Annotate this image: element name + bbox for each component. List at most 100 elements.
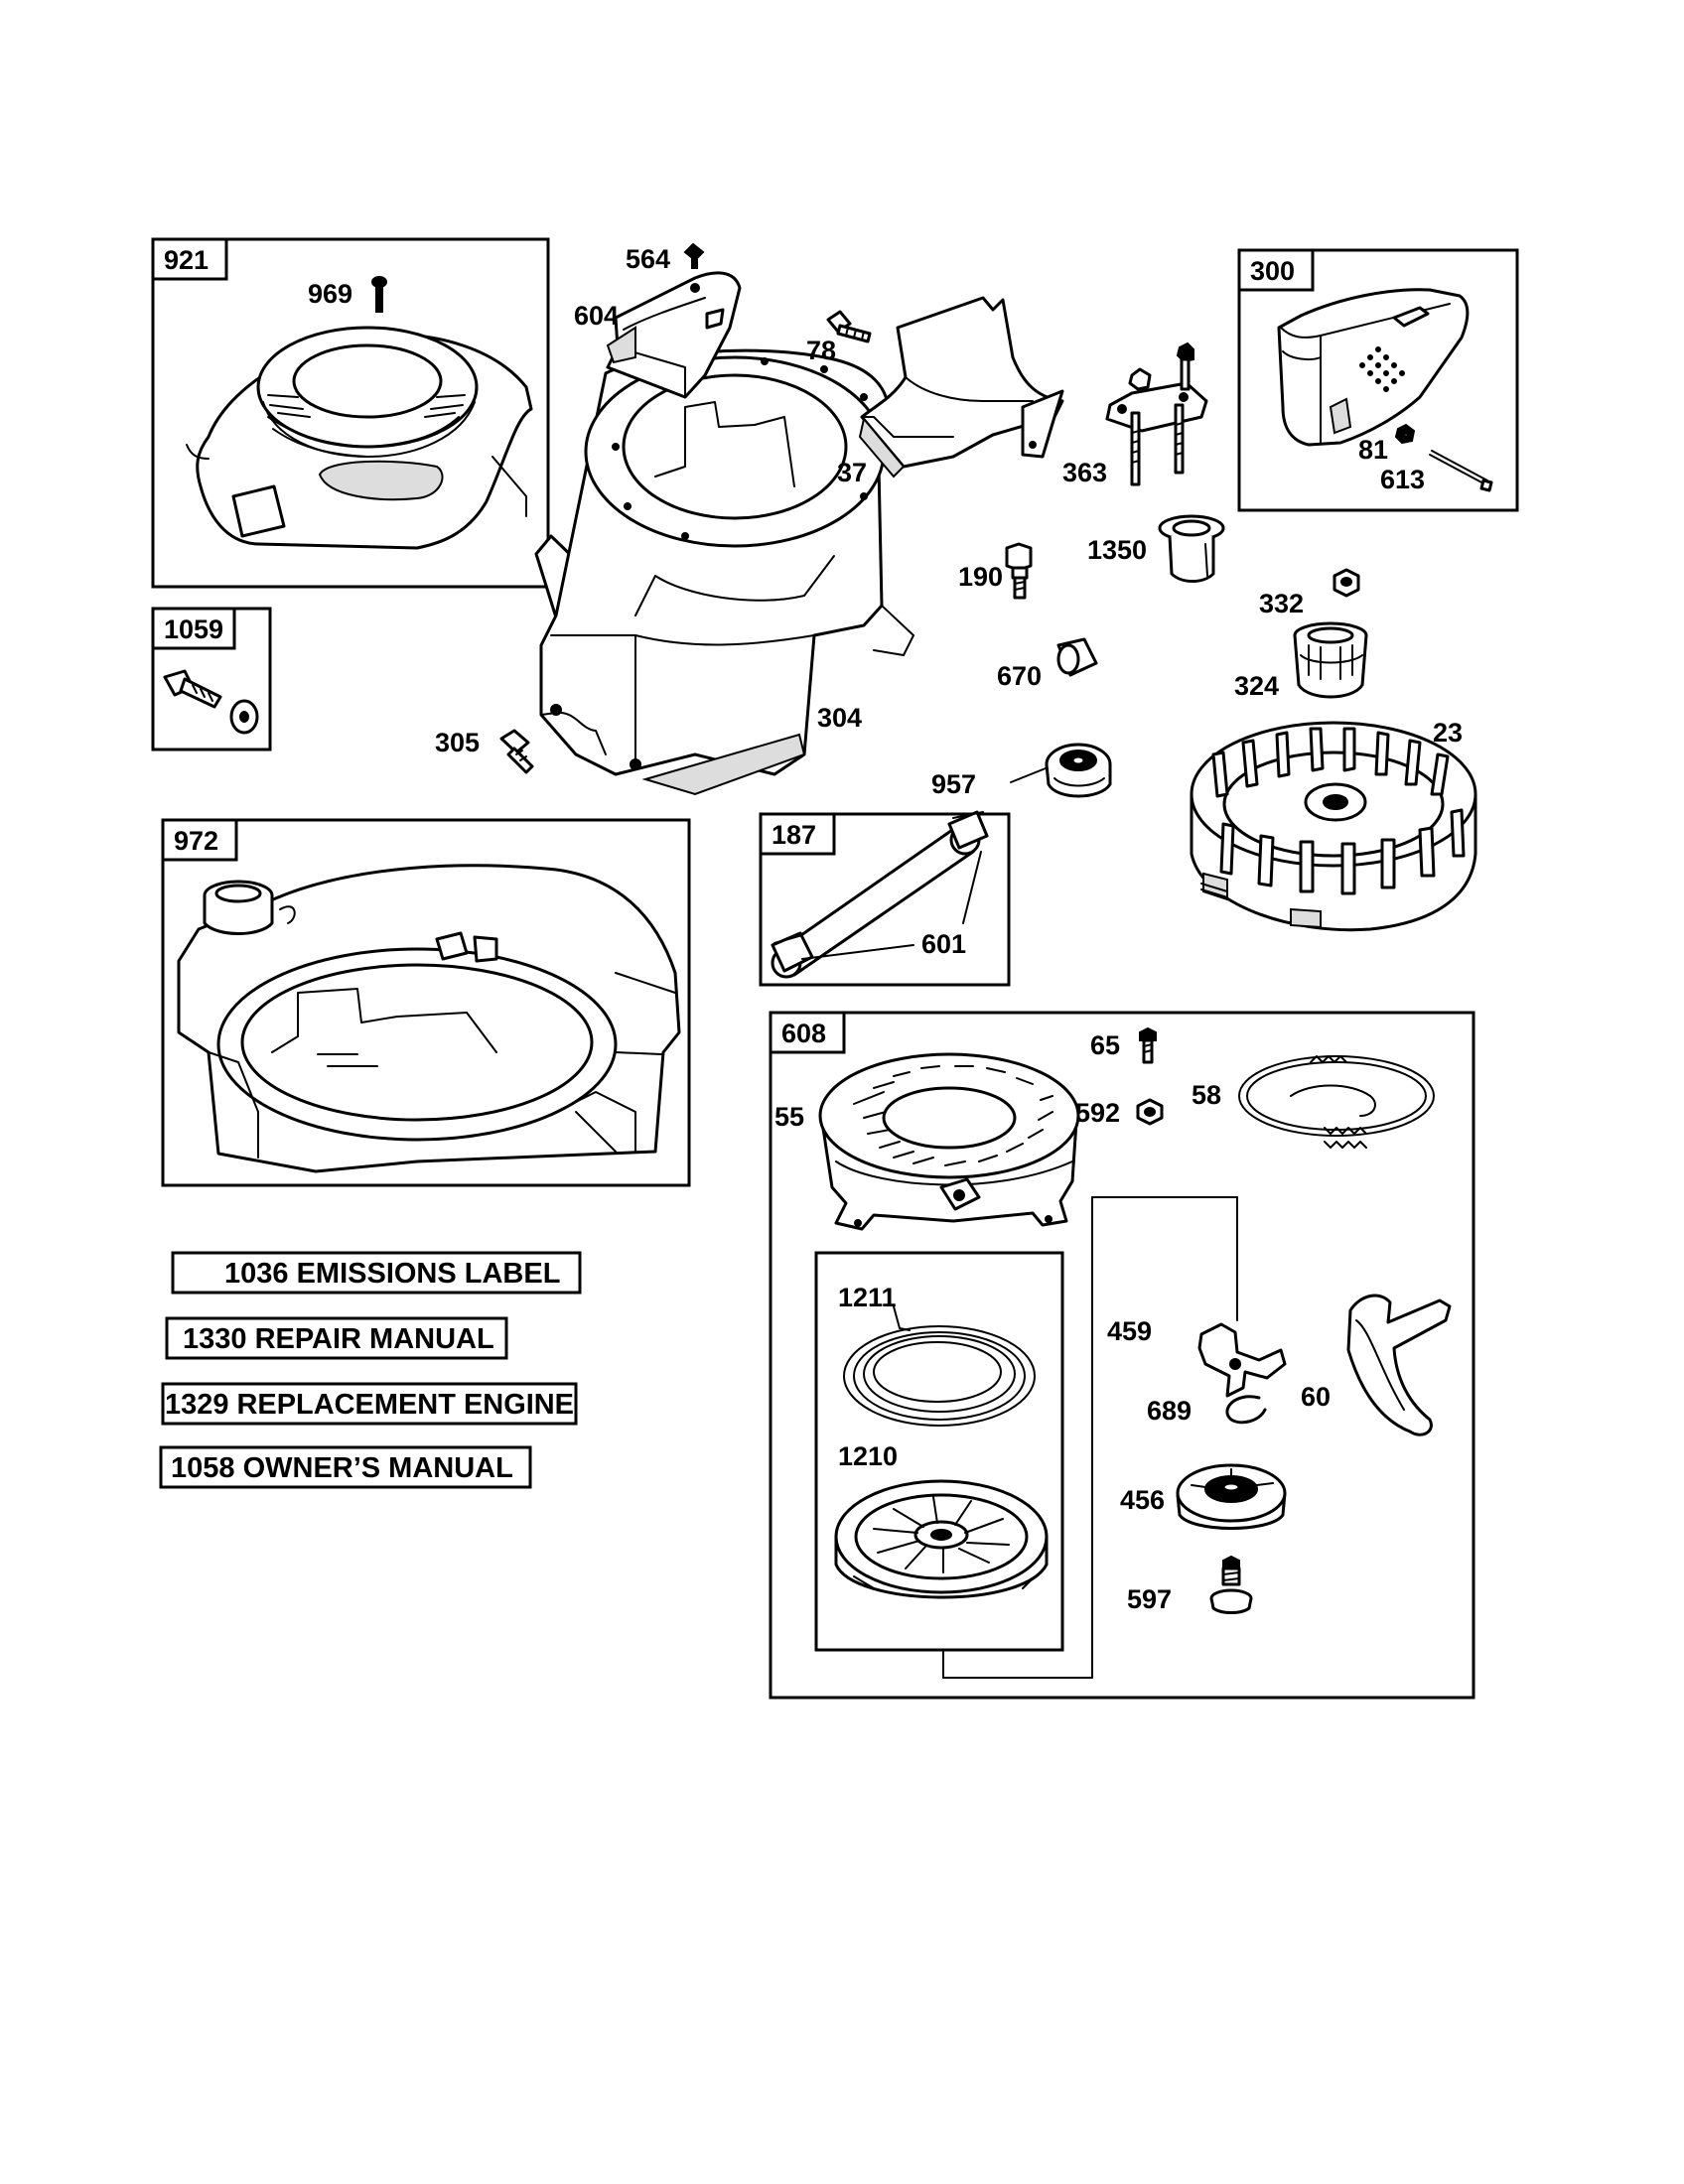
kit-921-tag — [151, 237, 228, 281]
kit-187-group: 187 601 — [759, 810, 1011, 987]
kit-921-number: 921 — [164, 245, 209, 275]
blower-housing-icon — [534, 348, 914, 796]
part-601-leader-line-2 — [962, 851, 982, 924]
part-332-label: 332 — [1259, 589, 1304, 618]
part-58-spring-icon — [1238, 1055, 1435, 1149]
part-65-label: 65 — [1090, 1030, 1120, 1060]
label-owners-manual: 1058 OWNER’S MANUAL — [159, 1445, 532, 1489]
engine-cover-shroud-icon — [186, 326, 533, 550]
blower-housing-group: 304 305 — [435, 348, 914, 796]
connector-line — [942, 1196, 1093, 1679]
kit-187-box — [759, 812, 1011, 987]
kit-300-box — [1237, 248, 1519, 512]
part-78-label: 78 — [806, 336, 836, 365]
cup-324-group: 324 — [1234, 621, 1368, 701]
part-957-rotating-screen-icon — [1010, 743, 1112, 798]
part-689-label: 689 — [1147, 1396, 1192, 1426]
flywheel-23-group: 23 — [1190, 718, 1477, 932]
part-324-label: 324 — [1234, 671, 1279, 701]
part-58-label: 58 — [1192, 1080, 1221, 1110]
kit-187-tag — [759, 812, 836, 856]
label-boxes-group: 1036 EMISSIONS LABEL 1330 REPAIR MANUAL … — [159, 1251, 582, 1489]
pulley-spring-box — [814, 1251, 1064, 1652]
part-613-screw-icon — [1429, 450, 1493, 492]
part-55-starter-housing-icon — [818, 1052, 1080, 1231]
part-1210-label: 1210 — [838, 1441, 898, 1471]
guide-37-group: 78 37 — [806, 296, 1064, 487]
part-597-label: 597 — [1127, 1584, 1172, 1614]
part-60-label: 60 — [1301, 1382, 1331, 1412]
part-81-label: 81 — [1358, 435, 1388, 465]
part-969-screw-icon — [371, 276, 387, 313]
kit-300-group: 300 81 613 — [1237, 248, 1519, 512]
part-78-screw-icon — [826, 310, 872, 343]
part-190-screw-icon — [1005, 542, 1033, 600]
part-1211-label: 1211 — [838, 1283, 897, 1312]
part-363-label: 363 — [1062, 458, 1107, 487]
baffle-604-group: 564 604 — [574, 242, 742, 399]
connector-line-2 — [1091, 1196, 1238, 1321]
fastener-190-group: 190 — [958, 542, 1033, 600]
part-604-label: 604 — [574, 301, 619, 331]
part-1350-spacer-icon — [1158, 514, 1225, 583]
part-305-label: 305 — [435, 728, 480, 757]
part-456-cup-icon — [1176, 1463, 1287, 1530]
cap-957-group: 957 — [931, 743, 1112, 799]
kit-972-number: 972 — [174, 826, 218, 856]
bracket-363-group: 363 — [1062, 341, 1208, 487]
part-689-retainer-icon — [1225, 1395, 1267, 1425]
label-replacement-engine: 1329 REPLACEMENT ENGINE — [161, 1382, 578, 1426]
part-459-label: 459 — [1107, 1316, 1152, 1346]
part-304-label: 304 — [817, 703, 862, 733]
kit-921-group: 921 969 — [151, 237, 550, 589]
part-604-air-guide-icon — [606, 271, 742, 399]
part-670-label: 670 — [997, 661, 1042, 691]
kit-972-tag — [161, 818, 238, 862]
part-957-label: 957 — [931, 769, 976, 799]
part-592-nut-icon — [1136, 1098, 1164, 1126]
part-363-bracket-icon — [1105, 341, 1208, 486]
part-65-screw-icon — [1139, 1026, 1157, 1064]
kit-187-number: 187 — [772, 820, 816, 850]
kit-921-box — [151, 237, 550, 589]
kit-972-box — [161, 818, 691, 1187]
part-597-bolt-icon — [1209, 1555, 1253, 1614]
part-55-label: 55 — [774, 1102, 804, 1132]
label-emissions: 1036 EMISSIONS LABEL — [171, 1251, 582, 1295]
fuel-tank-icon — [177, 864, 681, 1173]
part-332-nut-icon — [1333, 568, 1360, 598]
kit-1059-number: 1059 — [164, 614, 223, 644]
part-190-label: 190 — [958, 562, 1003, 592]
part-23-label: 23 — [1433, 718, 1463, 748]
part-601-leader-line — [801, 944, 914, 960]
part-969-label: 969 — [308, 279, 352, 309]
bushing-1350-group: 1350 — [1087, 514, 1225, 583]
part-564-label: 564 — [626, 244, 670, 274]
part-324-starter-cup-icon — [1293, 621, 1368, 699]
part-81-nut-icon — [1394, 423, 1416, 445]
part-601-label: 601 — [921, 929, 966, 959]
kit-1059-tag — [151, 607, 236, 650]
spacer-670-group: 670 — [997, 637, 1098, 691]
kit-300-tag — [1237, 248, 1315, 292]
part-459-ratchet-icon — [1197, 1322, 1287, 1398]
label-repair-manual-text: 1330 REPAIR MANUAL — [183, 1323, 494, 1355]
kit-1059-group: 1059 — [151, 607, 272, 751]
bolt-washer-icon — [163, 669, 259, 735]
part-60-handle-icon — [1346, 1294, 1452, 1436]
part-613-label: 613 — [1380, 465, 1425, 494]
label-replacement-engine-text: 1329 REPLACEMENT ENGINE — [165, 1389, 574, 1421]
kit-300-number: 300 — [1250, 256, 1295, 286]
part-1350-label: 1350 — [1087, 535, 1147, 565]
part-1211-rewind-spring-icon — [843, 1305, 1036, 1427]
kit-608-group: 608 65 592 58 55 — [769, 1011, 1475, 1700]
muffler-icon — [1277, 288, 1470, 447]
label-emissions-text: 1036 EMISSIONS LABEL — [224, 1258, 560, 1290]
part-670-spacer-icon — [1056, 637, 1098, 677]
kit-972-group: 972 — [161, 818, 691, 1187]
part-1210-pulley-icon — [834, 1479, 1049, 1599]
nut-332-group: 332 — [1259, 568, 1360, 618]
breather-tube-icon — [771, 810, 989, 979]
kit-608-number: 608 — [781, 1019, 826, 1048]
